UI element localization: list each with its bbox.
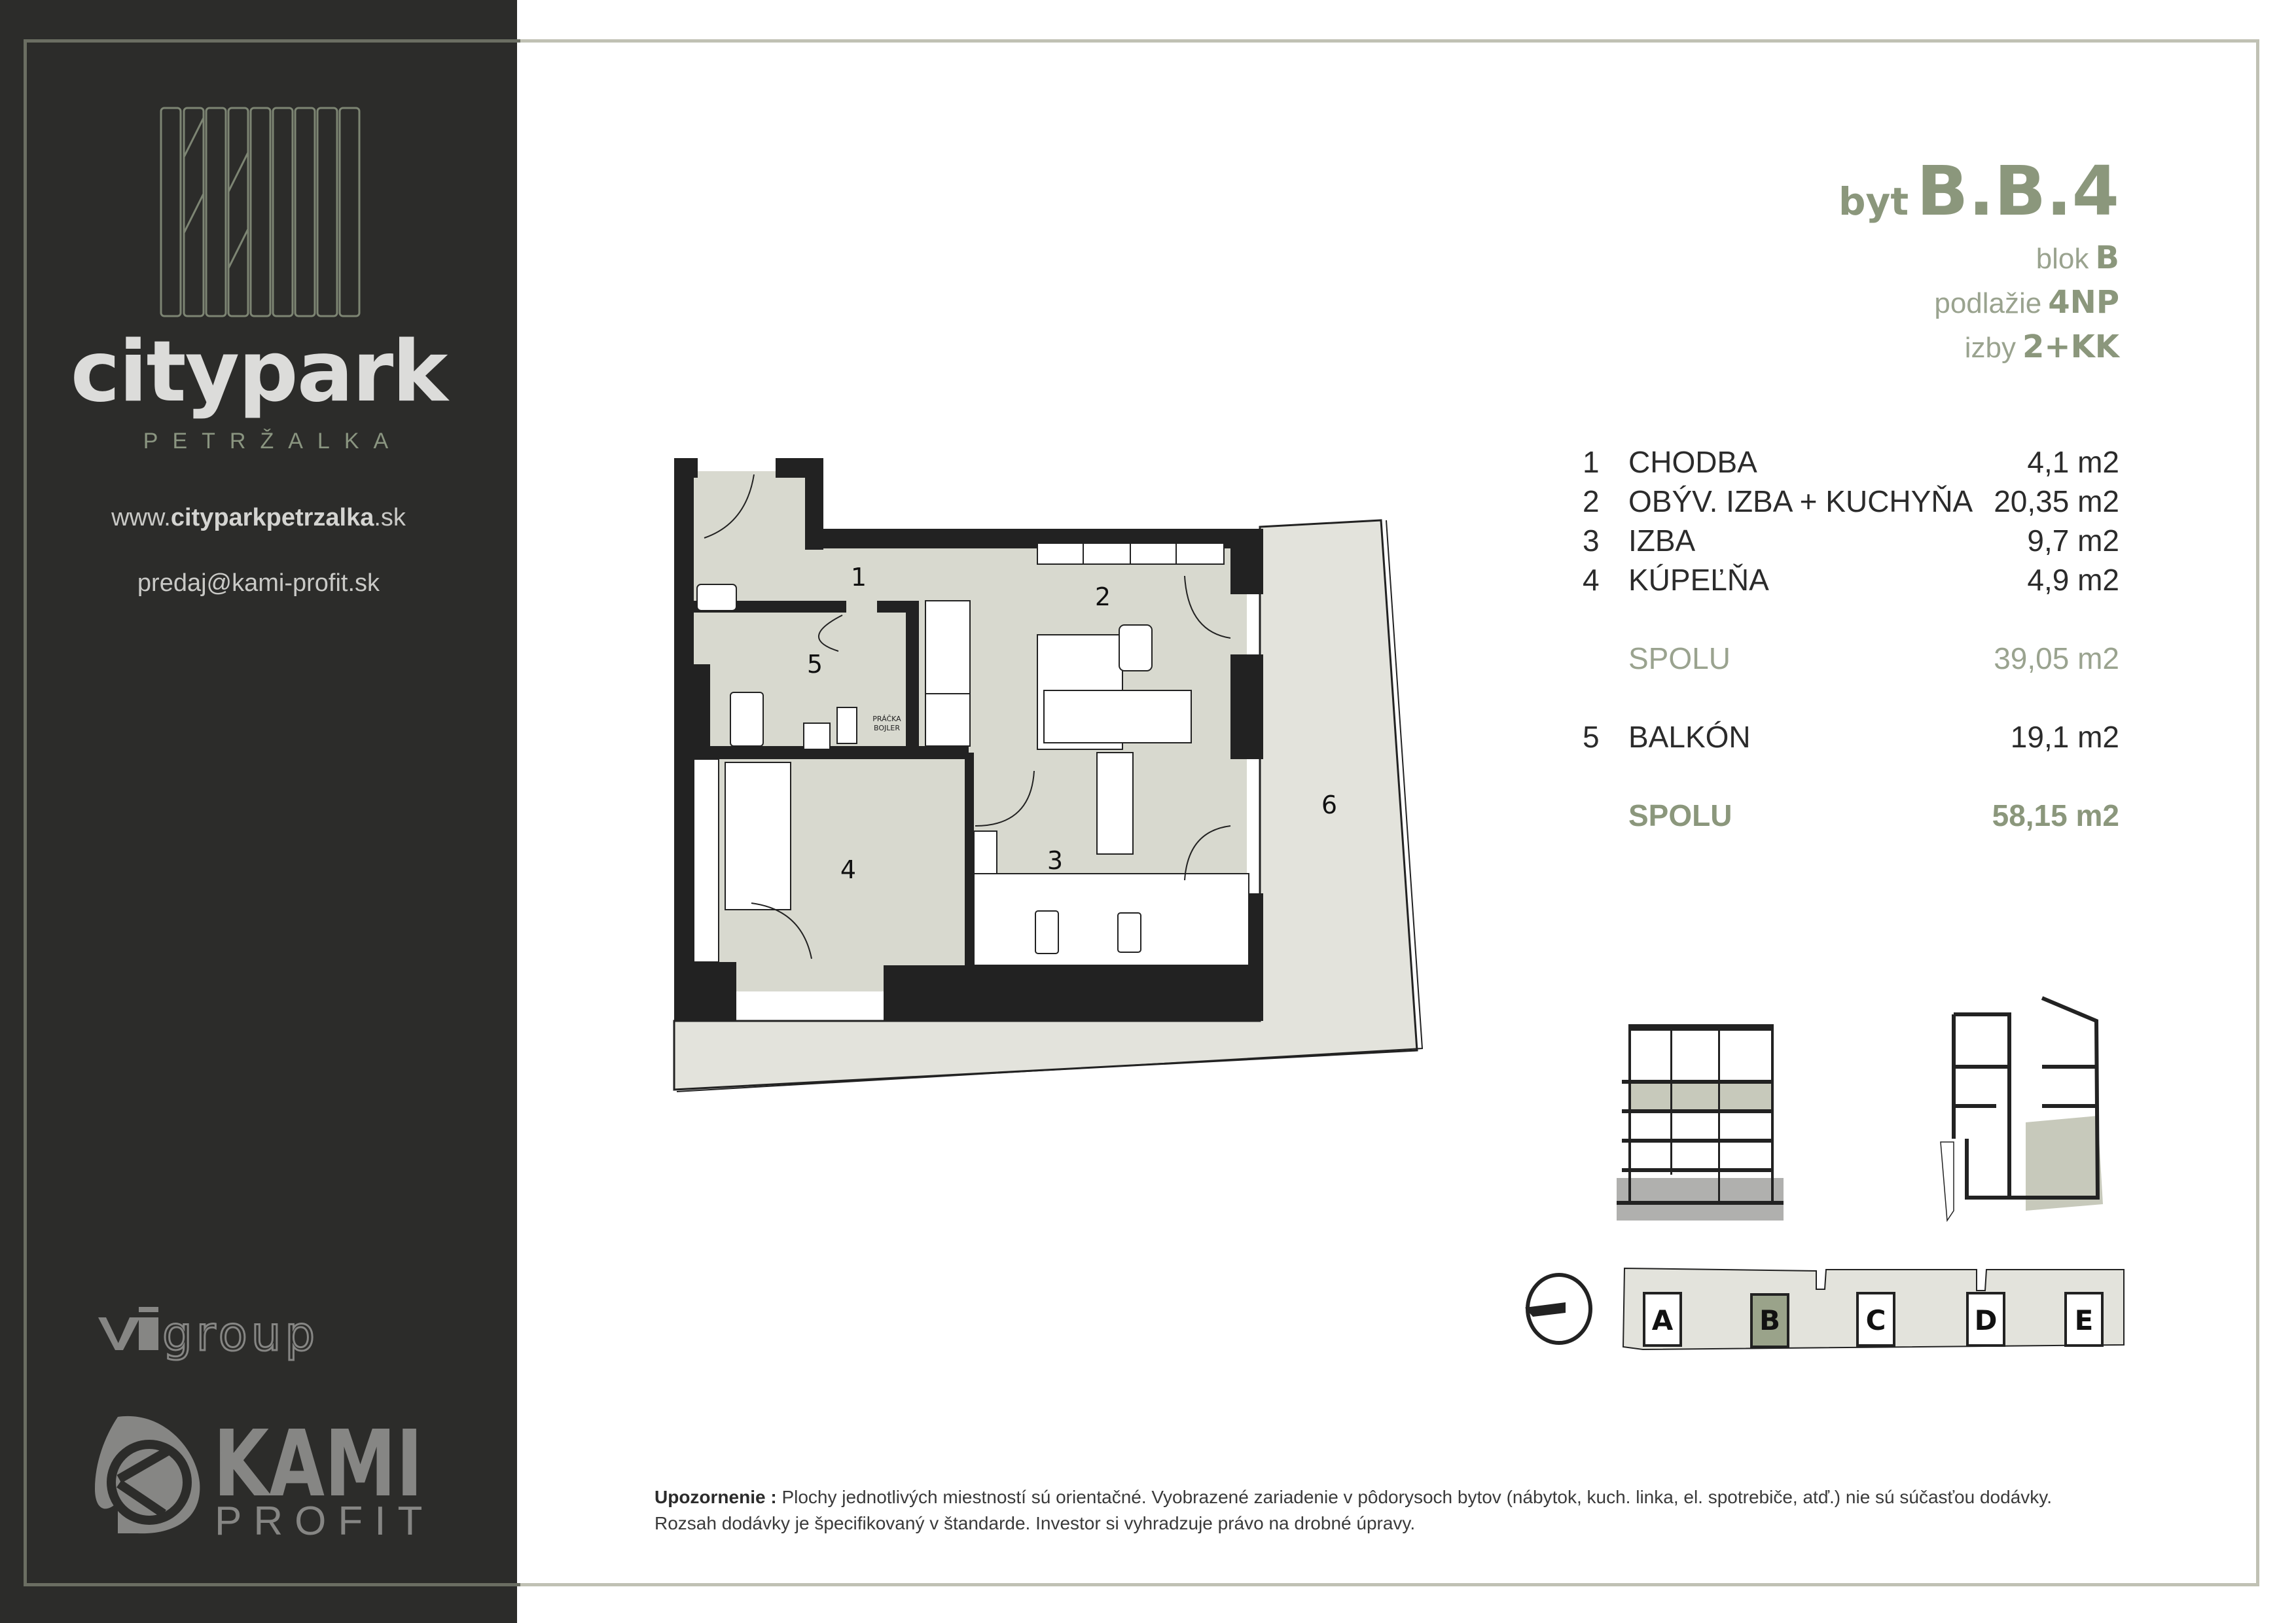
room-num: 4 — [1583, 563, 1600, 597]
kami-profit-logo: KAMI PROFIT — [95, 1411, 432, 1541]
room-area: 19,1 m2 — [2010, 720, 2119, 754]
block-A[interactable]: A — [1643, 1292, 1682, 1347]
room-name: BALKÓN — [1628, 720, 1751, 754]
block-selector: A B C D E — [1525, 1267, 2125, 1351]
total-area: 58,15 m2 — [1992, 798, 2119, 832]
room-area: 4,9 m2 — [2027, 563, 2119, 597]
room-row: 4 KÚPEĽŇA 4,9 m2 — [1583, 560, 2119, 599]
disclaimer: Upozornenie : Plochy jednotlivých miestn… — [655, 1484, 2160, 1537]
svg-text:KAMI: KAMI — [213, 1411, 423, 1518]
subtotal-label: SPOLU — [1628, 641, 1731, 675]
svg-text:BOJLER: BOJLER — [874, 724, 900, 732]
room-name: IZBA — [1628, 524, 1696, 558]
website-suffix: .sk — [374, 504, 406, 531]
email-link[interactable]: predaj@kami-profit.sk — [137, 569, 380, 597]
room-row: 1 CHODBA 4,1 m2 — [1583, 442, 2119, 482]
total-row: SPOLU 58,15 m2 — [1583, 796, 2119, 835]
room-num: 3 — [1583, 524, 1600, 558]
room-area: 4,1 m2 — [2027, 445, 2119, 479]
floor-value: 4NP — [2048, 284, 2119, 321]
room-num: 1 — [1583, 445, 1600, 479]
svg-text:PRÁČKA: PRÁČKA — [872, 715, 901, 723]
block-E[interactable]: E — [2064, 1292, 2104, 1347]
sidebar — [0, 0, 517, 1623]
svg-text:5: 5 — [807, 650, 823, 679]
room-area: 20,35 m2 — [1994, 484, 2119, 518]
brand-subtitle: PETRŽALKA — [143, 429, 403, 454]
room-num: 5 — [1583, 720, 1600, 754]
block-D[interactable]: D — [1966, 1292, 2005, 1347]
rooms-value: 2+KK — [2022, 329, 2119, 365]
disclaimer-text-2: Rozsah dodávky je špecifikovaný v štanda… — [655, 1513, 1416, 1533]
svg-text:4: 4 — [840, 855, 856, 884]
room-area: 9,7 m2 — [2027, 524, 2119, 558]
subtotal-area: 39,05 m2 — [1994, 641, 2119, 675]
svg-text:6: 6 — [1321, 791, 1337, 819]
room-name: CHODBA — [1628, 445, 1757, 479]
compass-icon — [1525, 1273, 1592, 1345]
room-area-table: 1 CHODBA 4,1 m2 2 OBÝV. IZBA + KUCHYŇA 20,35… — [1583, 442, 2119, 835]
website-prefix: www. — [111, 504, 171, 531]
svg-text:C: C — [1866, 1304, 1886, 1336]
svg-text:D: D — [1975, 1304, 1998, 1336]
building-floor-key-plan — [1940, 996, 2103, 1222]
svg-text:group: group — [162, 1306, 319, 1361]
disclaimer-label: Upozornenie : — [655, 1487, 777, 1507]
apartment-label: byt — [1839, 179, 1909, 224]
total-label: SPOLU — [1628, 798, 1732, 832]
subtotal-row: SPOLU 39,05 m2 — [1583, 639, 2119, 678]
building-section-diagram — [1617, 1024, 1784, 1221]
citypark-logo-icon — [160, 107, 361, 317]
room-num: 2 — [1583, 484, 1600, 518]
room-name: KÚPEĽŇA — [1628, 563, 1769, 597]
brand-name: citypark — [70, 323, 448, 421]
svg-text:1: 1 — [851, 563, 867, 592]
room-row: 3 IZBA 9,7 m2 — [1583, 521, 2119, 560]
svg-text:A: A — [1652, 1304, 1674, 1336]
rooms-label: izby — [1964, 332, 2016, 364]
room-row: 2 OBÝV. IZBA + KUCHYŇA 20,35 m2 — [1583, 482, 2119, 521]
block-label: blok — [2036, 243, 2089, 275]
block-value: B — [2095, 240, 2119, 276]
svg-text:PROFIT: PROFIT — [215, 1499, 432, 1541]
balcony-row: 5 BALKÓN 19,1 m2 — [1583, 717, 2119, 757]
block-B[interactable]: B — [1750, 1293, 1789, 1348]
svg-text:B: B — [1759, 1304, 1780, 1336]
floor-label: podlažie — [1934, 287, 2042, 319]
svg-text:E: E — [2075, 1304, 2094, 1336]
svg-text:3: 3 — [1047, 846, 1063, 875]
website-link[interactable]: www.cityparkpetrzalka.sk — [0, 504, 517, 532]
block-C[interactable]: C — [1856, 1292, 1895, 1347]
vigroup-logo: group — [98, 1306, 319, 1363]
apartment-id: B.B.4 — [1916, 151, 2119, 231]
svg-text:2: 2 — [1095, 582, 1111, 611]
website-domain: cityparkpetrzalka — [170, 504, 374, 531]
disclaimer-text: Plochy jednotlivých miestností sú orient… — [776, 1487, 2052, 1507]
room-name: OBÝV. IZBA + KUCHYŇA — [1628, 484, 1973, 518]
